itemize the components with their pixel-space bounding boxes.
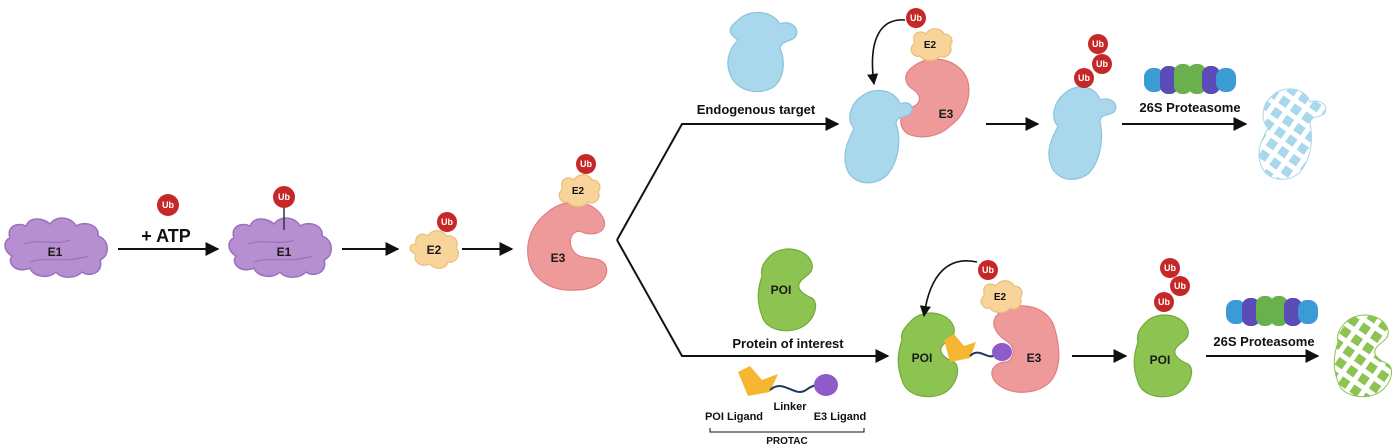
ub-label: Ub: [1174, 281, 1186, 291]
linker-label: Linker: [773, 401, 807, 413]
polyub-target: Ub Ub Ub: [1048, 34, 1117, 180]
proteasome-top: [1144, 64, 1236, 94]
endogenous-target: [727, 11, 798, 93]
poi-protein: POI: [757, 248, 817, 332]
ub-label: Ub: [278, 192, 290, 202]
proteasome-label-top: 26S Proteasome: [1139, 100, 1240, 115]
ub-label: Ub: [1096, 59, 1108, 69]
target-e3-complex: E3 E2 Ub: [844, 8, 970, 184]
e3-e2-complex: E3 E2 Ub: [527, 154, 608, 291]
poi-label: POI: [1150, 353, 1171, 367]
atp-label: + ATP: [141, 226, 191, 246]
ub-label: Ub: [1078, 73, 1090, 83]
e2-label: E2: [994, 292, 1007, 303]
proteasome-label-bottom: 26S Proteasome: [1213, 334, 1314, 349]
e2-label: E2: [572, 186, 585, 197]
arrow-branch-protac: [616, 239, 890, 363]
degraded-target: [1258, 88, 1327, 180]
poi-ligand-label: POI Ligand: [705, 411, 763, 423]
ternary-complex: POI E3 E2 Ub: [897, 260, 1060, 398]
ub-label: Ub: [162, 200, 174, 210]
arrow-branch-endogenous: [616, 117, 840, 241]
e2-ub-conjugate: E2 Ub: [409, 212, 460, 269]
proteasome-bottom: [1226, 296, 1318, 326]
endogenous-target-label: Endogenous target: [697, 102, 816, 117]
ub-label: Ub: [1158, 297, 1170, 307]
e1-enzyme-1: E1: [4, 217, 108, 278]
ub-label: Ub: [580, 159, 592, 169]
free-ub: Ub: [157, 194, 179, 216]
poi-label: POI: [771, 283, 792, 297]
polyub-poi: POI Ub Ub Ub: [1133, 258, 1193, 398]
ub-label: Ub: [1164, 263, 1176, 273]
protac-molecule: [738, 366, 838, 396]
ub-label: Ub: [910, 13, 922, 23]
e3-ligand-label: E3 Ligand: [814, 411, 867, 423]
e3-label: E3: [1027, 351, 1042, 365]
e3-label: E3: [939, 107, 954, 121]
e2-label: E2: [924, 40, 937, 51]
e1-enzyme-2: Ub E1: [228, 186, 332, 278]
protein-of-interest-label: Protein of interest: [732, 336, 844, 351]
protac-bracket: [709, 428, 865, 433]
e3-label: E3: [551, 251, 566, 265]
ub-label: Ub: [441, 217, 453, 227]
degraded-poi: [1333, 314, 1392, 398]
ub-label: Ub: [982, 265, 994, 275]
protac-label: PROTAC: [766, 436, 807, 447]
e1-label-1: E1: [48, 245, 63, 259]
ub-label: Ub: [1092, 39, 1104, 49]
poi-label: POI: [912, 351, 933, 365]
e1-label-2: E1: [277, 245, 292, 259]
e2-label: E2: [427, 243, 442, 257]
